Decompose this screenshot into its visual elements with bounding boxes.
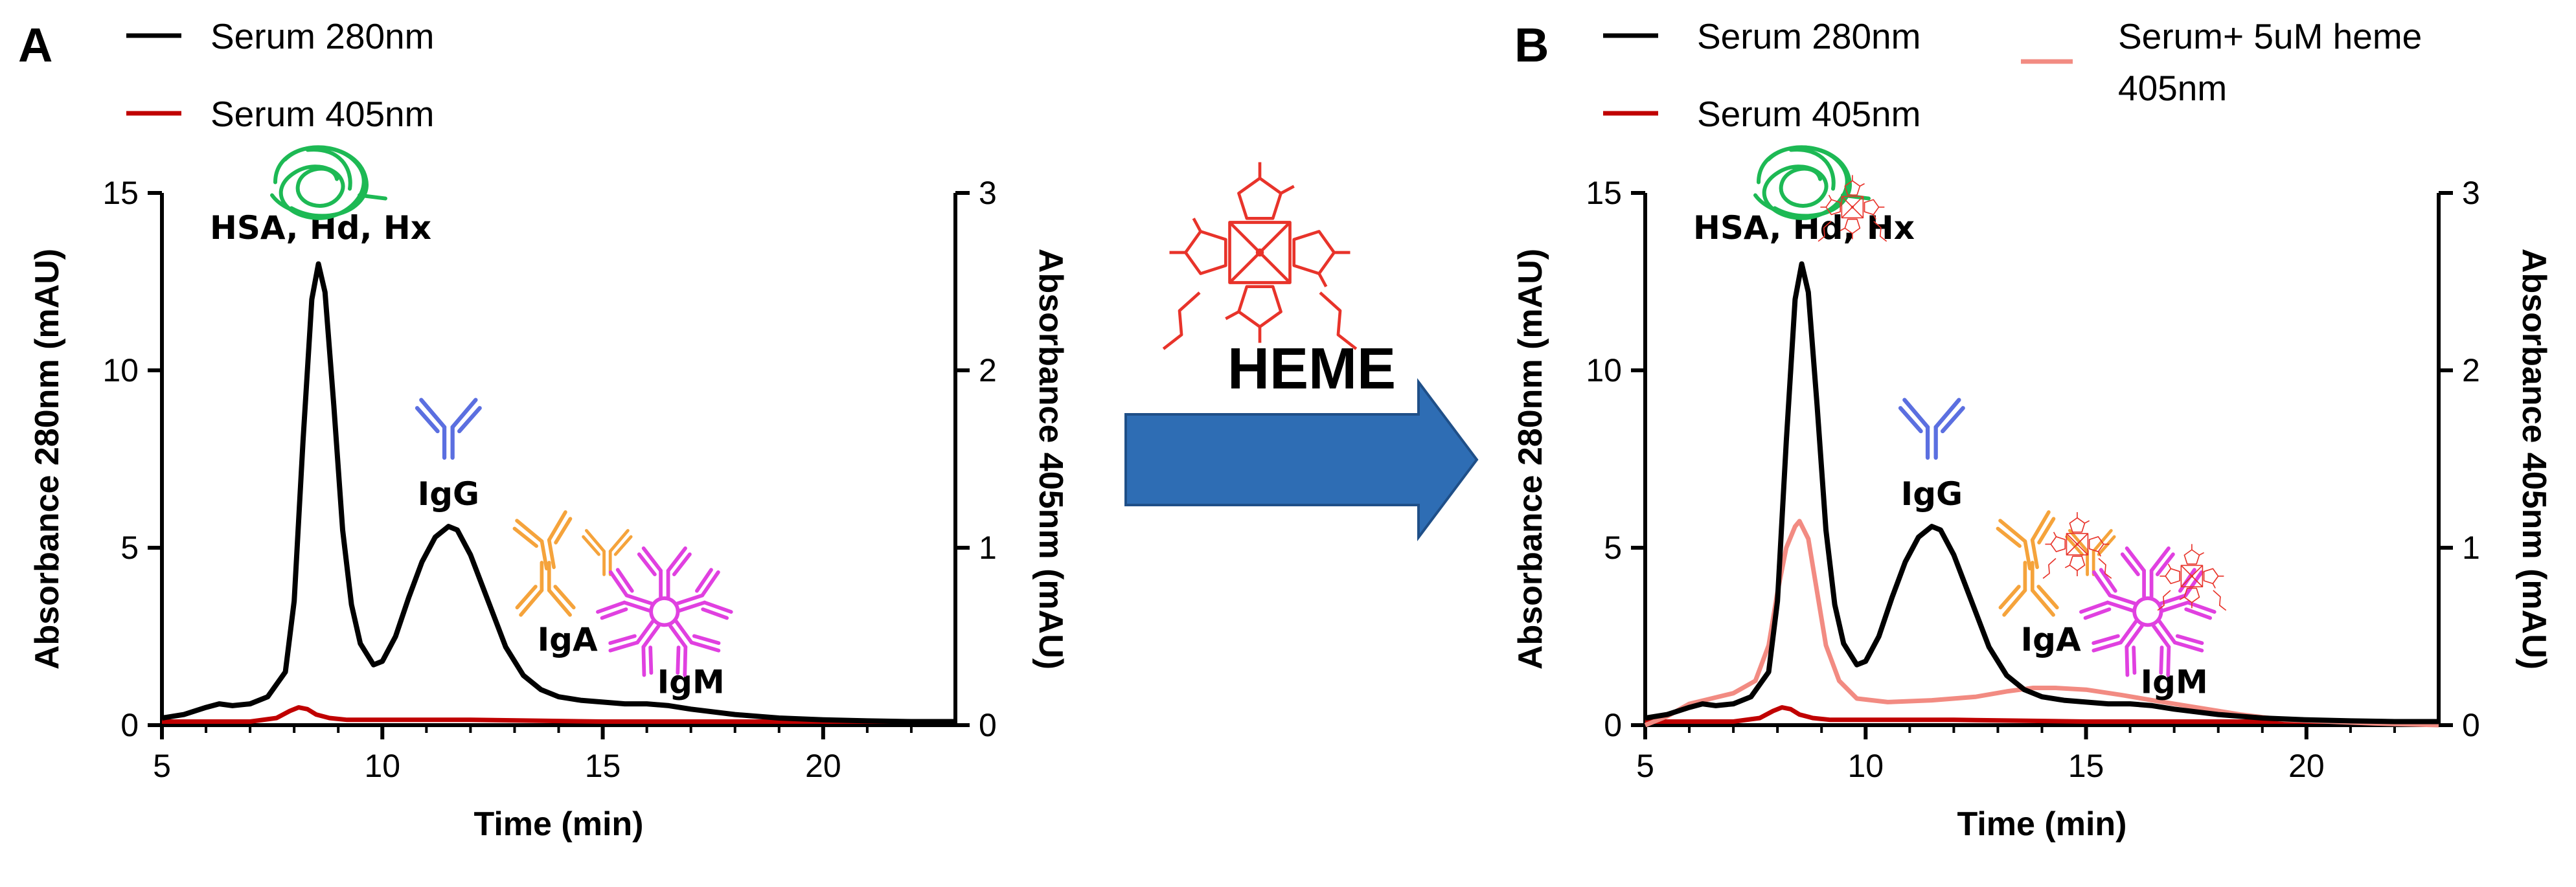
y2-axis-title: Absorbance 405nm (mAU) xyxy=(1032,249,1069,669)
y-tick-label: 0 xyxy=(1604,707,1622,743)
y2-tick-label: 2 xyxy=(979,352,997,388)
igm-pentamer-icon xyxy=(2079,546,2217,677)
y2-tick-label: 2 xyxy=(2462,352,2480,388)
y-tick-label: 10 xyxy=(1586,352,1622,388)
x-axis-title: Time (min) xyxy=(474,805,644,843)
annotation-iga: IgA xyxy=(538,621,598,658)
heme-arrow xyxy=(1124,378,1479,541)
x-tick-label: 15 xyxy=(2068,748,2104,784)
series-line-serum-5um-heme-405nm xyxy=(1644,519,2439,728)
y-tick-label: 5 xyxy=(1604,530,1622,566)
legend-panel-b: Serum 280nm Serum 405nm Serum+ 5uM heme … xyxy=(1603,16,2422,134)
heme-molecule-icon xyxy=(1818,175,1887,242)
y-tick-label: 15 xyxy=(1586,175,1622,211)
legend-label-b-heme-line2: 405nm xyxy=(2118,68,2227,108)
y-tick-label: 5 xyxy=(120,530,139,566)
panel-b-letter: B xyxy=(1514,18,1549,72)
y2-axis-title: Absorbance 405nm (mAU) xyxy=(2515,249,2553,669)
x-tick-label: 20 xyxy=(2288,748,2325,784)
y2-tick-label: 0 xyxy=(979,707,997,743)
legend-label-serum-280: Serum 280nm xyxy=(211,16,434,56)
y-tick-label: 0 xyxy=(120,707,139,743)
heme-molecule-icon xyxy=(2042,512,2112,579)
x-tick-label: 20 xyxy=(805,748,841,784)
x-axis-title: Time (min) xyxy=(1957,805,2127,843)
series-line-serum-280nm xyxy=(1645,261,2439,724)
iga-antibody-icon xyxy=(1996,510,2056,570)
y2-tick-label: 3 xyxy=(979,175,997,211)
iga-antibody-icon xyxy=(1998,561,2059,617)
legend-label-b-heme-line1: Serum+ 5uM heme xyxy=(2118,16,2422,56)
protein-coil-icon xyxy=(270,145,387,220)
igm-pentamer-icon xyxy=(596,546,733,677)
x-tick-label: 5 xyxy=(1636,748,1654,784)
series-line-serum-405nm xyxy=(162,705,955,724)
y2-tick-label: 1 xyxy=(2462,530,2480,566)
iga-antibody-icon xyxy=(515,561,576,617)
series-line-serum-405nm xyxy=(1645,705,2439,724)
annotation-igm: IgM xyxy=(657,664,725,701)
igg-antibody-icon xyxy=(1898,398,1965,460)
legend-label-serum-405: Serum 405nm xyxy=(211,94,434,134)
legend-label-b-serum-405: Serum 405nm xyxy=(1697,94,1921,134)
legend-panel-a: Serum 280nm Serum 405nm xyxy=(126,16,434,134)
annotation-igg: IgG xyxy=(1901,475,1963,513)
x-tick-label: 10 xyxy=(1847,748,1884,784)
x-tick-label: 5 xyxy=(153,748,171,784)
y2-tick-label: 0 xyxy=(2462,707,2480,743)
y-tick-label: 10 xyxy=(102,352,139,388)
y2-tick-label: 3 xyxy=(2462,175,2480,211)
heme-arrow-label: HEME xyxy=(1227,337,1396,401)
x-tick-label: 15 xyxy=(585,748,621,784)
iga-antibody-icon xyxy=(512,510,573,570)
heme-molecule-icon xyxy=(1162,162,1358,350)
y2-tick-label: 1 xyxy=(979,530,997,566)
iga-antibody-icon xyxy=(582,529,633,576)
annotation-iga: IgA xyxy=(2021,621,2081,658)
heme-molecule-icon xyxy=(2157,544,2227,611)
legend-label-b-serum-280: Serum 280nm xyxy=(1697,16,1921,56)
annotation-igg: IgG xyxy=(418,475,479,513)
x-tick-label: 10 xyxy=(364,748,400,784)
series-line-serum-280nm xyxy=(161,261,955,724)
y-axis-title: Absorbance 280nm (mAU) xyxy=(28,249,66,669)
y-tick-label: 15 xyxy=(102,175,139,211)
igg-antibody-icon xyxy=(415,398,482,460)
protein-coil-icon xyxy=(1753,145,1871,220)
panel-a-letter: A xyxy=(18,18,52,72)
y-axis-title: Absorbance 280nm (mAU) xyxy=(1512,249,1549,669)
annotation-igm: IgM xyxy=(2141,664,2208,701)
